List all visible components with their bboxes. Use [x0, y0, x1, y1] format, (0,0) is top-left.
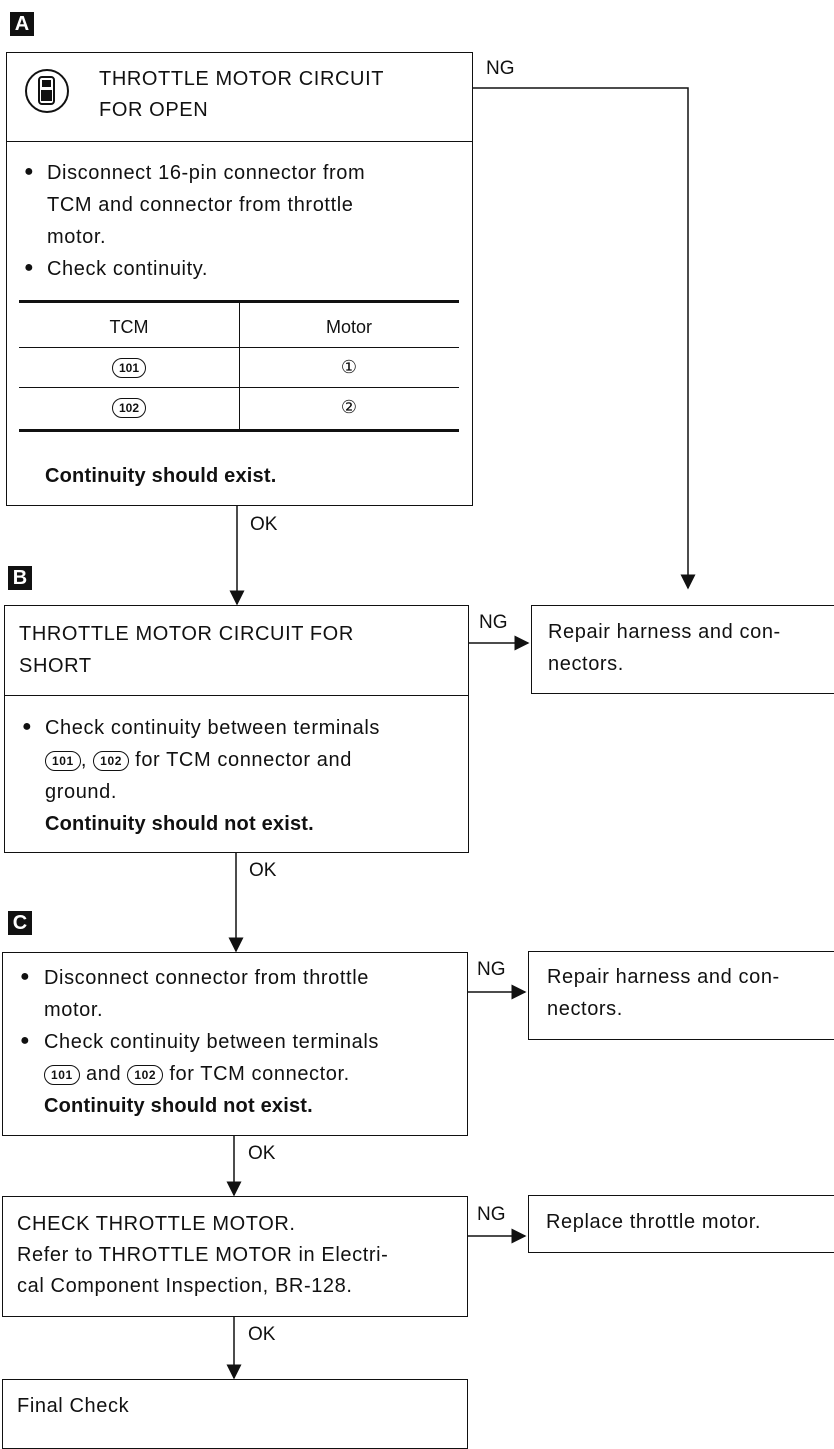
table-header-tcm: TCM	[109, 317, 149, 337]
table-bottom-rule	[19, 429, 459, 432]
final-check-box: Final Check	[2, 1379, 468, 1449]
repair-harness-box-1: Repair harness and con- nectors.	[531, 605, 834, 694]
section-c-step2-line1: Check continuity between terminals	[44, 1031, 379, 1053]
section-a-title-line2: FOR OPEN	[99, 99, 209, 121]
section-b-marker: B	[8, 566, 32, 590]
table-row-1-tcm: 101	[19, 357, 239, 379]
section-b-divider	[5, 695, 468, 696]
table-header-motor: Motor	[325, 317, 372, 337]
section-c-result: Continuity should not exist.	[44, 1095, 313, 1117]
section-b-step-line3: ground.	[45, 781, 118, 803]
terminal-102-badge: 102	[93, 750, 129, 771]
section-a-step1-line1: Disconnect 16-pin connector from	[47, 162, 366, 184]
terminal-102-badge: 102	[127, 1064, 164, 1085]
and-text: and	[86, 1063, 122, 1085]
bullet-icon: ●	[24, 259, 34, 276]
section-a-step1-line3: motor.	[47, 226, 107, 248]
section-d-ok-label: OK	[248, 1324, 276, 1345]
terminal-101-badge: 101	[45, 750, 81, 771]
repair-line2: nectors.	[548, 653, 624, 675]
terminal-102-badge: 102	[111, 398, 147, 419]
section-c-step1-line1: Disconnect connector from throttle	[44, 967, 369, 989]
table-column-divider	[239, 301, 240, 430]
section-a-result: Continuity should exist.	[45, 465, 277, 487]
section-a-divider	[7, 141, 472, 142]
terminal-101-badge: 101	[111, 358, 147, 379]
bullet-icon: ●	[20, 1032, 30, 1049]
section-c-marker: C	[8, 911, 32, 935]
repair-line1: Repair harness and con-	[548, 621, 781, 643]
section-b-step-line2: 101, 102 for TCM connector and	[45, 744, 352, 776]
replace-motor-text: Replace throttle motor.	[546, 1211, 762, 1233]
final-check-label: Final Check	[17, 1395, 130, 1417]
section-d-ng-label: NG	[477, 1204, 506, 1225]
section-c-step1-line2: motor.	[44, 999, 104, 1021]
check-motor-line1: CHECK THROTTLE MOTOR.	[17, 1213, 296, 1235]
bullet-icon: ●	[22, 718, 32, 735]
section-a-step2: Check continuity.	[47, 258, 209, 280]
table-row-2-tcm: 102	[19, 397, 239, 419]
repair-harness-box-2: Repair harness and con- nectors.	[528, 951, 834, 1040]
section-a-ok-label: OK	[250, 514, 278, 535]
section-c-ng-label: NG	[477, 959, 506, 980]
table-row-1-motor: ①	[340, 357, 358, 377]
section-c-box: ● Disconnect connector from throttle mot…	[2, 952, 468, 1136]
replace-motor-box: Replace throttle motor.	[528, 1195, 834, 1253]
section-b-ng-label: NG	[479, 612, 508, 633]
section-a-step1-line2: TCM and connector from throttle	[47, 194, 354, 216]
terminal-101-badge: 101	[44, 1064, 80, 1085]
section-b-title-line1: THROTTLE MOTOR CIRCUIT FOR	[19, 623, 354, 645]
section-a-box: THROTTLE MOTOR CIRCUIT FOR OPEN ● Discon…	[6, 52, 473, 506]
section-a-title-line1: THROTTLE MOTOR CIRCUIT	[99, 68, 385, 90]
comma-separator: ,	[80, 749, 87, 771]
section-b-title-line2: SHORT	[19, 655, 92, 677]
repair-line2: nectors.	[547, 998, 623, 1020]
section-b-box: THROTTLE MOTOR CIRCUIT FOR SHORT ● Check…	[4, 605, 469, 853]
circuit-tester-icon	[24, 68, 70, 114]
section-b-ok-label: OK	[249, 860, 277, 881]
section-b-result: Continuity should not exist.	[45, 813, 314, 835]
check-motor-line3: cal Component Inspection, BR-128.	[17, 1275, 353, 1297]
check-motor-line2: Refer to THROTTLE MOTOR in Electri-	[17, 1244, 389, 1266]
check-throttle-motor-box: CHECK THROTTLE MOTOR. Refer to THROTTLE …	[2, 1196, 468, 1317]
section-b-step-line2-text: for TCM connector and	[135, 749, 352, 771]
section-a-marker: A	[10, 12, 34, 36]
section-b-step-line1: Check continuity between terminals	[45, 717, 380, 739]
repair-line1: Repair harness and con-	[547, 966, 780, 988]
section-a-ng-label: NG	[486, 58, 515, 79]
section-c-step2-line2-text: for TCM connector.	[169, 1063, 350, 1085]
table-row-2-motor: ②	[340, 397, 358, 417]
bullet-icon: ●	[24, 163, 34, 180]
section-c-ok-label: OK	[248, 1143, 276, 1164]
bullet-icon: ●	[20, 968, 30, 985]
section-c-step2-line2: 101 and 102 for TCM connector.	[44, 1058, 350, 1090]
